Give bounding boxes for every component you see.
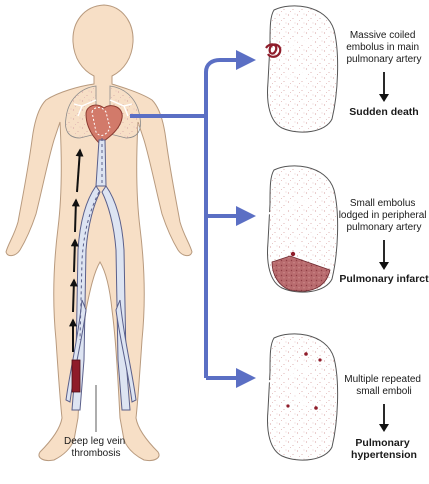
outcome-3-result-line-1: Pulmonary	[355, 437, 409, 449]
svg-text:Small embolus lodged in: Small embolus lodged in peripheral pulmo…	[339, 198, 429, 233]
outcome-1-description-line-1: Massive coiled	[350, 30, 416, 41]
lung-repeated-emboli	[259, 333, 339, 461]
outcome-1-result: Sudden death	[349, 106, 418, 118]
outcome-1-description-line-3: pulmonary artery	[346, 54, 421, 65]
lung-massive-embolus	[259, 5, 339, 133]
outcome-3-result-line-2: hypertension	[351, 449, 417, 461]
vein-flow-dashes-left-leg	[79, 191, 100, 341]
source-label-line-1: Deep leg vein	[64, 436, 125, 447]
outcome-1-description-line-2: embolus in main	[346, 42, 419, 53]
outcome-3-description-line-2: small emboli	[356, 386, 412, 397]
outcome-2-description-line-1: Small embolus	[350, 198, 416, 209]
thrombus	[71, 359, 81, 393]
infarct-area	[271, 255, 331, 292]
source-label-line-2: thrombosis	[72, 448, 121, 459]
body-silhouette	[5, 4, 193, 461]
svg-text:Sudden death: Sudden death	[349, 106, 418, 118]
svg-text:Pulmonary infarct: Pulmonary infarct	[339, 273, 429, 285]
source-label: Deep leg vein thrombosis	[64, 436, 128, 459]
multiple-emboli	[286, 352, 322, 410]
outcome-3: Multiple repeated small emboli Pulmonary…	[344, 374, 424, 461]
down-arrow	[379, 240, 389, 270]
outcome-2-result: Pulmonary infarct	[339, 273, 429, 285]
down-arrow	[379, 72, 389, 102]
body-airways	[73, 99, 133, 117]
blue-branch-arrow	[130, 50, 256, 388]
outcome-3-description-line-1: Multiple repeated	[344, 374, 421, 385]
coiled-embolus	[265, 43, 282, 58]
svg-text:Massive coiled embolus i: Massive coiled embolus in main pulmonary…	[346, 30, 422, 65]
outcome-2-description-line-3: pulmonary artery	[346, 222, 421, 233]
svg-text:Multiple repeated small: Multiple repeated small emboli	[344, 374, 424, 397]
heart	[85, 104, 123, 145]
outcome-2: Small embolus lodged in peripheral pulmo…	[339, 198, 429, 285]
outcome-2-description-line-2: lodged in peripheral	[339, 210, 427, 221]
human-body	[5, 4, 193, 461]
black-flow-arrow	[69, 148, 84, 352]
outcome-1: Massive coiled embolus in main pulmonary…	[346, 30, 422, 118]
small-embolus	[290, 251, 296, 257]
venous-system	[65, 139, 137, 411]
svg-text:Pulmonary hypertension: Pulmonary hypertension	[351, 437, 417, 461]
lung-infarct	[259, 165, 339, 293]
down-arrow	[379, 404, 389, 432]
heart-dashed-outline	[91, 107, 111, 136]
